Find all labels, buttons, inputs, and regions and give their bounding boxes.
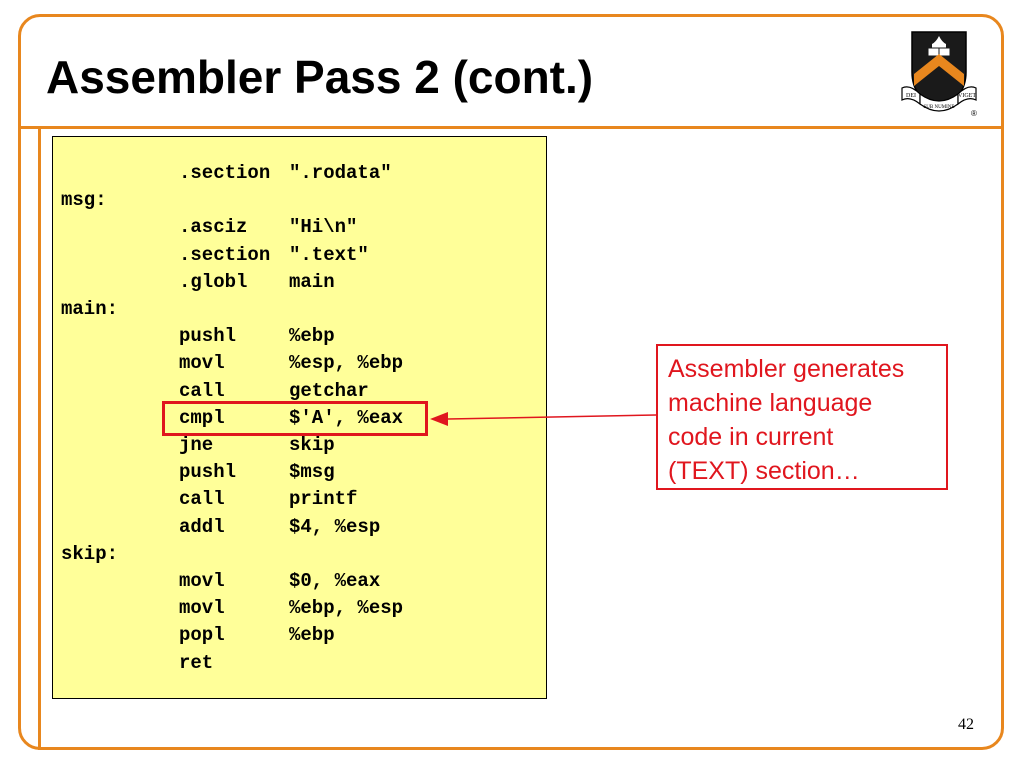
princeton-shield-icon: DEI SUB NUMINE VIGET ®: [901, 31, 977, 118]
code-operands: %ebp, %esp: [289, 597, 404, 620]
code-instruction: movl: [179, 597, 225, 620]
cmpl-line-highlight: [162, 401, 428, 436]
callout-line: Assembler generates: [668, 355, 905, 383]
code-operands: %ebp: [289, 624, 335, 647]
code-operands: getchar: [289, 379, 369, 402]
code-instruction: pushl: [179, 325, 237, 348]
callout-arrow: [430, 412, 657, 426]
code-operands: main: [289, 270, 335, 293]
code-instruction: call: [179, 488, 225, 511]
code-label: skip:: [61, 542, 119, 565]
code-instruction: addl: [179, 515, 225, 538]
callout-line: machine language: [668, 389, 873, 417]
code-operands: $4, %esp: [289, 515, 381, 538]
code-instruction: ret: [179, 651, 214, 674]
code-operands: $0, %eax: [289, 570, 381, 592]
page-number: 42: [958, 716, 974, 733]
code-instruction: .section: [179, 243, 271, 266]
code-instruction: movl: [179, 570, 225, 592]
code-operands: "Hi\n": [289, 216, 358, 239]
code-instruction: .section: [179, 162, 271, 184]
code-operands: ".text": [289, 243, 369, 266]
registered-mark: ®: [971, 109, 977, 118]
code-operands: %ebp: [289, 325, 335, 348]
code-instruction: cmpl: [179, 406, 225, 429]
code-instruction: movl: [179, 352, 225, 375]
code-label: main:: [61, 298, 119, 320]
callout-box: Assembler generates machine language cod…: [656, 344, 948, 490]
code-label: msg:: [61, 189, 107, 212]
slide-title: Assembler Pass 2 (cont.): [46, 51, 594, 103]
code-operands: printf: [289, 488, 358, 511]
assembly-code-listing: .section ".rodata" msg: .asciz "Hi\n" .sectio…: [52, 136, 547, 699]
code-operands: %esp, %ebp: [289, 352, 404, 375]
title-divider: [20, 126, 1004, 129]
code-operands: $'A', %eax: [289, 406, 404, 429]
code-line: msg:: [61, 187, 107, 214]
code-operands: ".rodata": [289, 162, 392, 184]
callout-line: code in current: [668, 423, 834, 451]
code-instruction: jne: [179, 434, 214, 456]
code-instruction: pushl: [179, 461, 237, 484]
slide-frame: [18, 14, 1004, 750]
logo-banner-middle: SUB NUMINE: [924, 105, 955, 110]
code-instruction: .asciz: [179, 216, 248, 239]
code-operands: skip: [289, 434, 335, 456]
side-divider: [38, 126, 41, 750]
logo-banner-left: DEI: [906, 93, 916, 99]
code-line: main:: [61, 296, 118, 323]
code-instruction: popl: [179, 624, 225, 647]
callout-line: (TEXT) section…: [668, 457, 860, 485]
logo-banner-right: VIGET: [958, 93, 976, 99]
code-operands: $msg: [289, 461, 335, 484]
code-instruction: call: [179, 379, 225, 402]
code-instruction: .globl: [179, 270, 248, 293]
code-line: skip:: [61, 541, 118, 568]
